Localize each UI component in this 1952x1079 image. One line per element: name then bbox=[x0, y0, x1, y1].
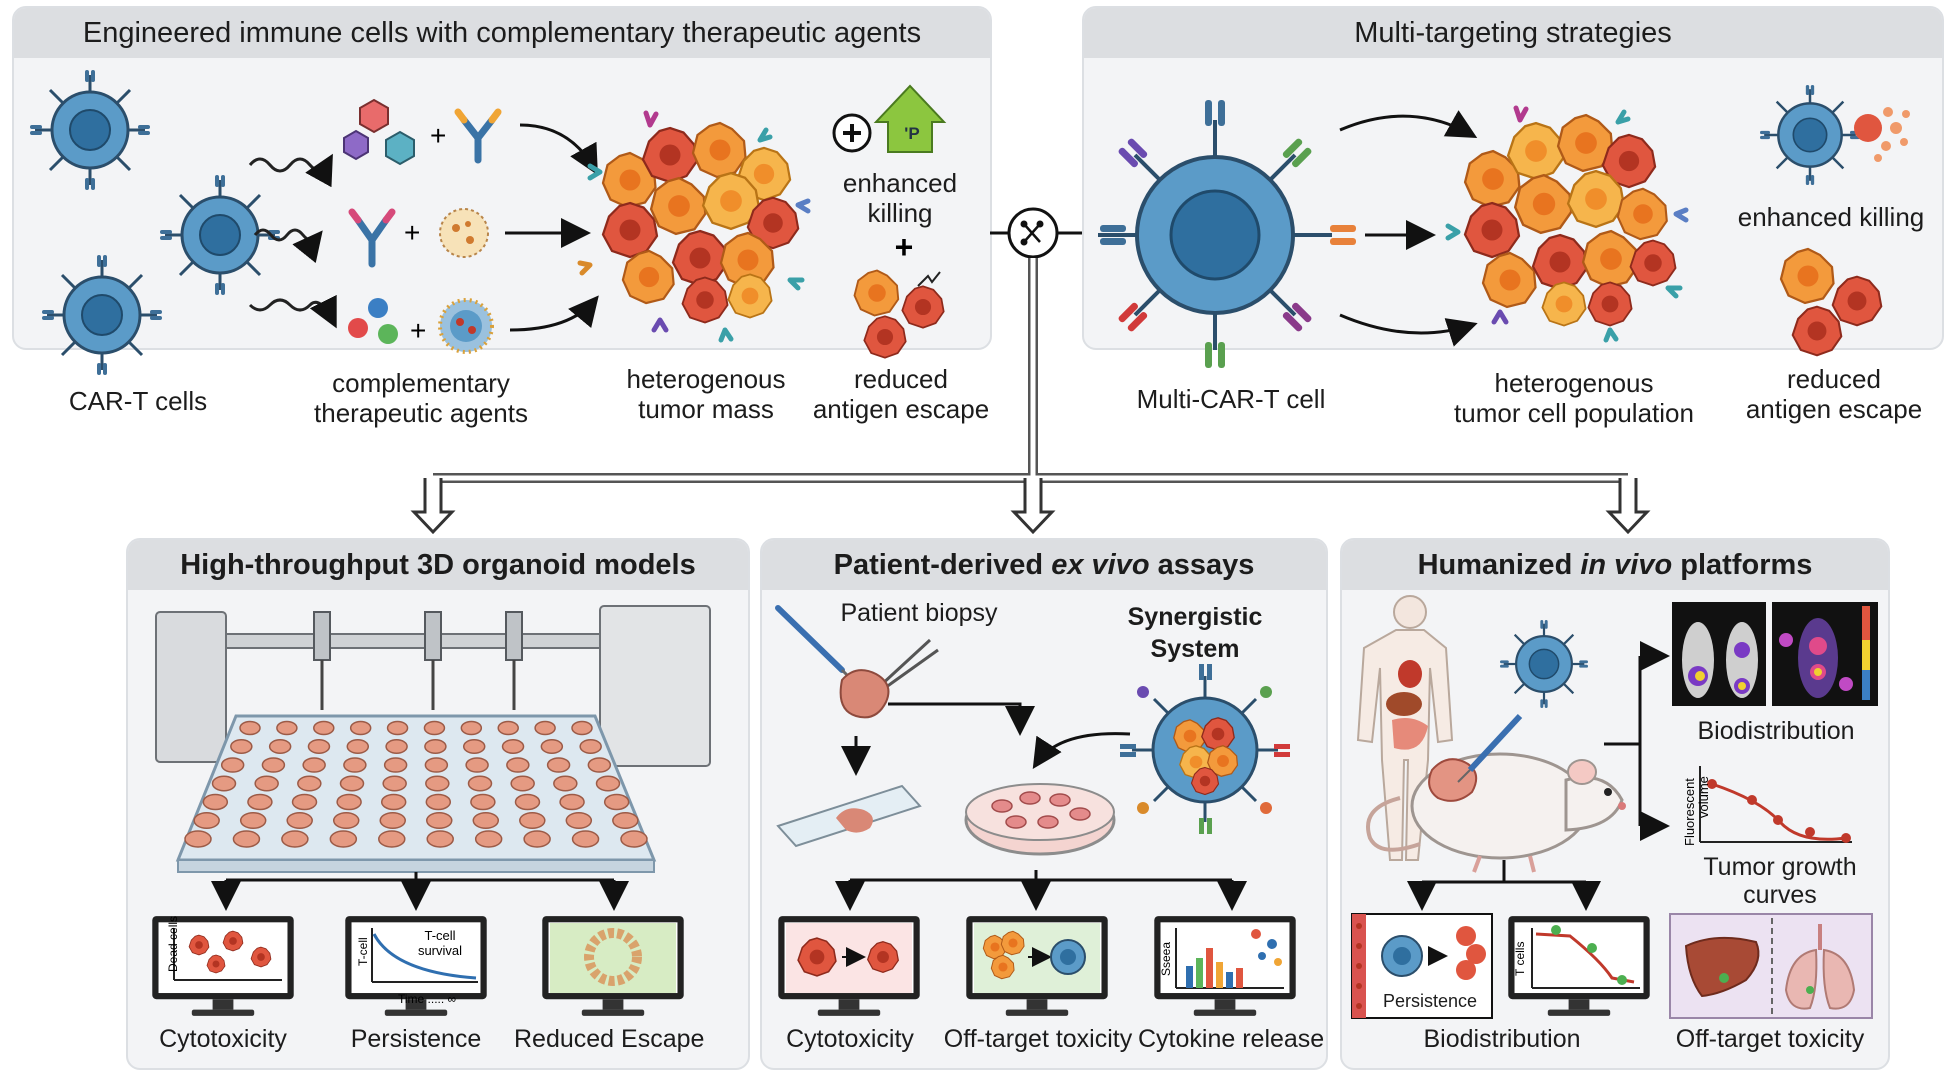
agents-label-line2: therapeutic agents bbox=[314, 398, 528, 428]
cytotoxicity-label: Cytotoxicity bbox=[786, 1025, 914, 1053]
cytokine-release-label: Cytokine release bbox=[1138, 1025, 1325, 1053]
multi-car-t-label: Multi-CAR-T cell bbox=[1136, 384, 1326, 414]
synergistic-label-line2: System bbox=[1150, 635, 1240, 663]
title-suffix: platforms bbox=[1680, 548, 1813, 581]
killing-label-line2: killing bbox=[867, 198, 933, 228]
biodistribution-label: Biodistribution bbox=[1697, 717, 1855, 745]
panel-title-engineered: Engineered immune cells with complementa… bbox=[14, 8, 990, 58]
agents-label-line1: complementary bbox=[332, 368, 510, 398]
persistence-inner-label: Persistence bbox=[1382, 991, 1478, 1011]
escape-label-line2: antigen escape bbox=[1745, 394, 1923, 424]
enhanced-killing-label: enhanced killing bbox=[1737, 202, 1925, 232]
title-italic: in vivo bbox=[1580, 548, 1673, 581]
car-t-label: CAR-T cells bbox=[68, 386, 208, 416]
cytotoxicity-label: Cytotoxicity bbox=[159, 1025, 287, 1053]
panel-multi-targeting: Multi-targeting strategies bbox=[1082, 6, 1944, 350]
growth-label-line1: Tumor growth bbox=[1703, 853, 1857, 881]
biodistribution-bottom-label: Biodistribution bbox=[1423, 1025, 1581, 1053]
escape-label-line1: reduced bbox=[1787, 364, 1881, 394]
title-prefix: Humanized bbox=[1417, 548, 1573, 581]
panel-title-in-vivo: Humanized in vivo platforms bbox=[1342, 540, 1888, 590]
escape-label-line1: reduced bbox=[854, 364, 948, 394]
tumor-pop-label-line2: tumor cell population bbox=[1454, 398, 1694, 428]
tumor-pop-label-line1: heterogenous bbox=[1494, 368, 1654, 398]
synergistic-label-line1: Synergistic bbox=[1127, 603, 1263, 631]
persistence-label: Persistence bbox=[350, 1025, 482, 1053]
reduced-escape-label: Reduced Escape bbox=[514, 1025, 705, 1053]
panel-title-ex-vivo: Patient-derived ex vivo assays bbox=[762, 540, 1326, 590]
title-italic: ex vivo bbox=[1051, 548, 1150, 581]
growth-label-line2: curves bbox=[1743, 881, 1817, 909]
title-prefix: Patient-derived bbox=[833, 548, 1044, 581]
branch-hub-icon bbox=[990, 207, 1082, 259]
tumor-label-line1: heterogenous bbox=[626, 364, 786, 394]
killing-label-line1: enhanced bbox=[842, 168, 958, 198]
off-target-toxicity-label: Off-target toxicity bbox=[1675, 1025, 1865, 1053]
down-arrow-icon bbox=[410, 478, 1651, 535]
panel-title-organoid: High-throughput 3D organoid models bbox=[128, 540, 748, 590]
patient-biopsy-label: Patient biopsy bbox=[840, 599, 998, 627]
off-target-toxicity-label: Off-target toxicity bbox=[943, 1025, 1133, 1053]
panel-organoid-models: High-throughput 3D organoid models bbox=[126, 538, 750, 1070]
escape-label-line2: antigen escape bbox=[812, 394, 990, 424]
tumor-label-line2: tumor mass bbox=[638, 394, 774, 424]
title-suffix: assays bbox=[1157, 548, 1255, 581]
panel-title-multi-targeting: Multi-targeting strategies bbox=[1084, 8, 1942, 58]
